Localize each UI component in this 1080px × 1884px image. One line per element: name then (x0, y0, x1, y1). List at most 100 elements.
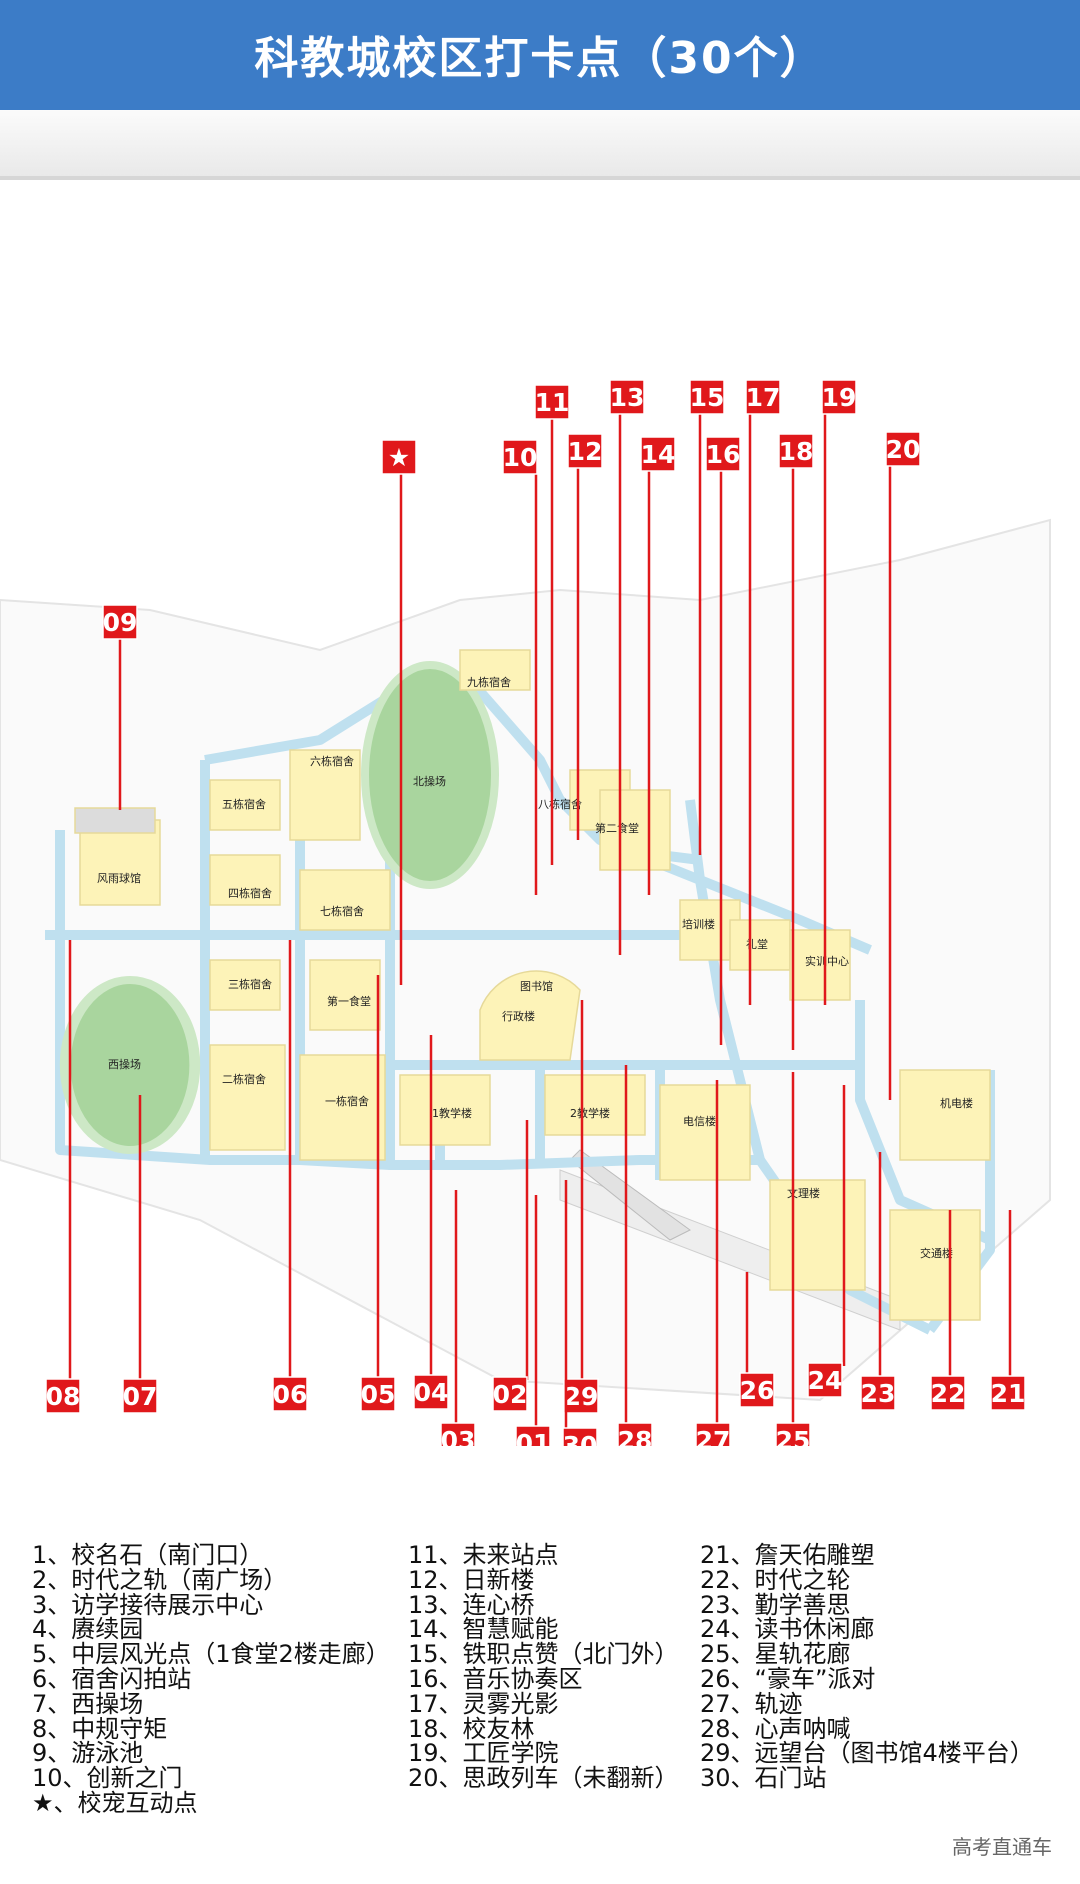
marker-m02[interactable]: 02 (492, 1376, 528, 1412)
marker-badge (807, 1362, 843, 1398)
legend-item: 20、思政列车（未翻新） (408, 1764, 679, 1793)
marker-m13[interactable]: 13 (609, 379, 645, 415)
legend-item: 2、时代之轨（南广场） (32, 1565, 288, 1594)
marker-label: 20 (886, 435, 921, 464)
marker-badge (122, 1378, 158, 1414)
marker-m05[interactable]: 05 (360, 1376, 396, 1412)
marker-badge (775, 1422, 811, 1446)
marker-badge (778, 433, 814, 469)
marker-label: 26 (740, 1376, 775, 1405)
marker-badge (567, 433, 603, 469)
legend-item: 3、访学接待展示中心 (32, 1590, 264, 1619)
marker-m16[interactable]: 16 (705, 436, 741, 472)
label-dorm-3: 三栋宿舍 (228, 977, 272, 991)
marker-m08[interactable]: 08 (45, 1378, 81, 1414)
legend-item: 18、校友林 (408, 1714, 535, 1743)
marker-m07[interactable]: 07 (122, 1378, 158, 1414)
label-dorm-2: 二栋宿舍 (222, 1072, 266, 1086)
legend-item: 27、轨迹 (700, 1689, 803, 1718)
marker-m30[interactable]: 30 (562, 1427, 598, 1446)
marker-label: 24 (808, 1366, 843, 1395)
page-title: 科教城校区打卡点（30个） (254, 33, 826, 84)
marker-m03[interactable]: 03 (440, 1422, 476, 1446)
legend-item: 19、工匠学院 (408, 1739, 559, 1768)
marker-m15[interactable]: 15 (689, 379, 725, 415)
legend-item: 21、詹天佑雕塑 (700, 1541, 875, 1569)
legend-item: 17、灵雾光影 (408, 1689, 559, 1718)
label-traffic-building: 交通楼 (920, 1246, 953, 1260)
marker-badge (695, 1422, 731, 1446)
marker-m23[interactable]: 23 (860, 1375, 896, 1411)
marker-badge (609, 379, 645, 415)
marker-badge (990, 1375, 1026, 1411)
marker-label: 12 (568, 437, 603, 466)
marker-m29[interactable]: 29 (563, 1378, 599, 1414)
marker-m20[interactable]: 20 (885, 431, 921, 467)
marker-m09[interactable]: 09 (102, 604, 138, 640)
label-mechatronics-building: 机电楼 (940, 1096, 973, 1110)
marker-m18[interactable]: 18 (778, 433, 814, 469)
marker-badge (515, 1425, 551, 1446)
marker-m12[interactable]: 12 (567, 433, 603, 469)
marker-badge (360, 1376, 396, 1412)
marker-m01[interactable]: 01 (515, 1425, 551, 1446)
marker-badge (413, 1374, 449, 1410)
legend-item: ★、校宠互动点 (32, 1788, 198, 1817)
marker-badge (45, 1378, 81, 1414)
legend-item: 23、勤学善思 (700, 1590, 851, 1619)
label-dorm-9: 九栋宿舍 (467, 675, 511, 689)
marker-badge (689, 379, 725, 415)
marker-badge (102, 604, 138, 640)
marker-m24[interactable]: 24 (807, 1362, 843, 1398)
legend-item: 22、时代之轮 (700, 1565, 851, 1594)
marker-badge (440, 1422, 476, 1446)
marker-badge (562, 1427, 598, 1446)
marker-m14[interactable]: 14 (640, 436, 676, 472)
label-west-field: 西操场 (108, 1057, 141, 1071)
marker-label: 30 (563, 1431, 598, 1446)
marker-label: 25 (776, 1426, 811, 1446)
marker-label: 03 (441, 1426, 476, 1446)
label-north-field: 北操场 (413, 774, 446, 788)
marker-label: 16 (706, 440, 741, 469)
legend-item: 6、宿舍闪拍站 (32, 1664, 192, 1693)
marker-m11[interactable]: 11 (534, 384, 570, 420)
marker-label: 19 (822, 383, 857, 412)
legend-item: 13、连心桥 (408, 1590, 535, 1619)
campus-map[interactable]: 九栋宿舍 北操场 五栋宿舍 六栋宿舍 八栋宿舍 第二食堂 风雨球馆 四栋宿舍 七… (0, 176, 1080, 1446)
marker-m27[interactable]: 27 (695, 1422, 731, 1446)
legend-item: 26、“豪车”派对 (700, 1664, 876, 1693)
label-auditorium: 礼堂 (746, 937, 768, 951)
legend-item: 29、远望台（图书馆4楼平台） (700, 1739, 1034, 1768)
marker-badge (272, 1376, 308, 1412)
legend-item: 10、创新之门 (32, 1764, 183, 1793)
legend-item: 11、未来站点 (408, 1541, 559, 1569)
legend-item: 1、校名石（南门口） (32, 1541, 264, 1569)
label-telecom-building: 电信楼 (683, 1114, 716, 1128)
marker-label: 08 (46, 1382, 81, 1411)
marker-badge (381, 439, 417, 475)
marker-m17[interactable]: 17 (745, 379, 781, 415)
marker-badge (885, 431, 921, 467)
label-training-building: 培训楼 (682, 917, 715, 931)
marker-m26[interactable]: 26 (739, 1372, 775, 1408)
marker-m28[interactable]: 28 (617, 1422, 653, 1446)
marker-m21[interactable]: 21 (990, 1375, 1026, 1411)
label-canteen-1: 第一食堂 (327, 994, 371, 1008)
marker-m04[interactable]: 04 (413, 1374, 449, 1410)
marker-label: 23 (861, 1379, 896, 1408)
marker-m25[interactable]: 25 (775, 1422, 811, 1446)
marker-badge (534, 384, 570, 420)
label-dorm-4: 四栋宿舍 (228, 886, 272, 900)
marker-m22[interactable]: 22 (930, 1375, 966, 1411)
west-field (59, 976, 201, 1154)
marker-label: 28 (618, 1426, 653, 1446)
marker-m06[interactable]: 06 (272, 1376, 308, 1412)
marker-m19[interactable]: 19 (821, 379, 857, 415)
marker-label: 04 (414, 1378, 449, 1407)
marker-star[interactable]: ★ (381, 439, 417, 475)
marker-label: 07 (123, 1382, 158, 1411)
marker-m10[interactable]: 10 (502, 439, 538, 475)
